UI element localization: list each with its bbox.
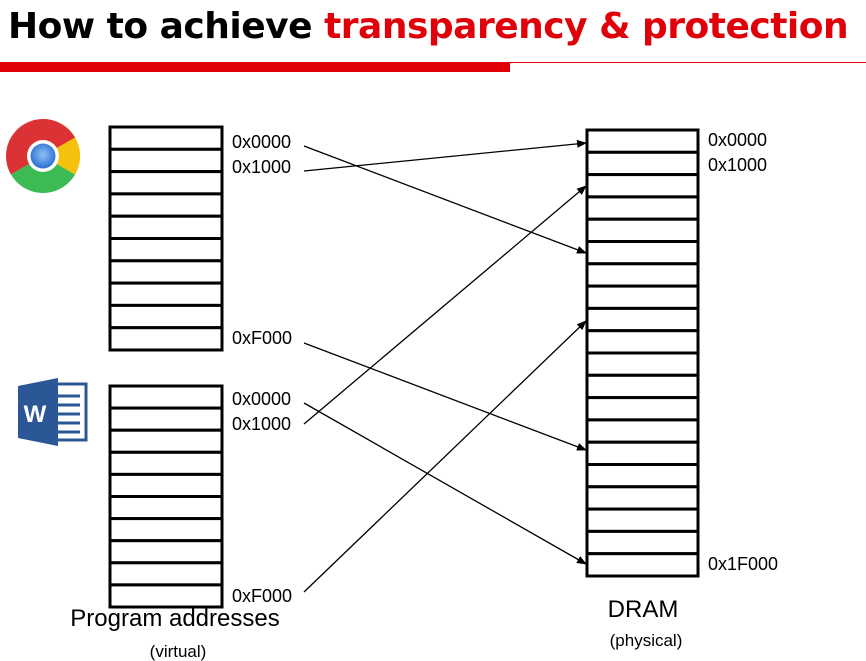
chrome-memory-cell xyxy=(108,281,224,307)
program-addresses-sublabel: (virtual) xyxy=(150,642,207,661)
chrome-memory-cell xyxy=(108,147,224,174)
dram-memory-cell xyxy=(585,284,700,310)
dram-memory-cell xyxy=(585,195,700,221)
dram-memory-cell xyxy=(585,485,700,511)
arrow-word-0000 xyxy=(303,402,587,565)
word-memory-cell xyxy=(108,406,224,432)
chrome-memory-cell xyxy=(108,303,224,330)
arrow-word-f000 xyxy=(303,320,587,593)
word-memory-cell xyxy=(108,384,224,410)
dram-memory-cell xyxy=(585,507,700,533)
dram-label: DRAM xyxy=(608,596,679,623)
word-virtual-memory-block xyxy=(108,384,224,609)
word-memory-cell xyxy=(108,428,224,454)
arrow-word-1000 xyxy=(303,185,587,425)
dram-memory-cell xyxy=(585,529,700,556)
dram-memory-cell xyxy=(585,150,700,177)
chrome-address-1: 0x1000 xyxy=(232,157,291,177)
word-memory-cell xyxy=(108,450,224,476)
chrome-memory-cell xyxy=(108,192,224,218)
dram-memory-cell xyxy=(585,329,700,355)
chrome-memory-cell xyxy=(108,170,224,196)
word-memory-cell xyxy=(108,495,224,521)
word-address-1: 0x1000 xyxy=(232,414,291,434)
dram-memory-cell xyxy=(585,552,700,578)
dram-address-0: 0x0000 xyxy=(708,130,767,150)
word-address-2: 0xF000 xyxy=(232,586,292,606)
word-memory-cell xyxy=(108,539,224,565)
word-memory-cell xyxy=(108,517,224,543)
dram-address-2: 0x1F000 xyxy=(708,554,778,574)
dram-memory-cell xyxy=(585,463,700,489)
dram-memory-cell xyxy=(585,217,700,243)
dram-memory-cell xyxy=(585,373,700,400)
chrome-virtual-memory-block xyxy=(108,125,224,352)
chrome-icon xyxy=(6,119,80,193)
title-prefix: How to achieve xyxy=(8,6,325,47)
word-memory-cell xyxy=(108,561,224,587)
chrome-address-2: 0xF000 xyxy=(232,328,292,348)
arrow-chrome-0000 xyxy=(303,145,587,254)
word-address-0: 0x0000 xyxy=(232,389,291,409)
program-addresses-label: Program addresses xyxy=(70,605,279,632)
arrow-chrome-f000 xyxy=(303,342,587,451)
word-memory-cell xyxy=(108,583,224,609)
dram-sublabel: (physical) xyxy=(610,631,683,650)
slide-title: How to achieve transparency & protection xyxy=(8,2,849,52)
chrome-address-0: 0x0000 xyxy=(232,132,291,152)
title-underline-line xyxy=(510,62,866,63)
chrome-memory-cell xyxy=(108,214,224,240)
title-underline-bar xyxy=(0,62,510,72)
arrow-chrome-1000 xyxy=(303,139,587,172)
chrome-memory-cell xyxy=(108,326,224,352)
dram-memory-cell xyxy=(585,418,700,444)
chrome-memory-cell xyxy=(108,237,224,263)
chrome-memory-cell xyxy=(108,125,224,151)
dram-memory-cell xyxy=(585,262,700,288)
dram-address-1: 0x1000 xyxy=(708,155,767,175)
dram-memory-cell xyxy=(585,440,700,467)
dram-memory-cell xyxy=(585,240,700,266)
mapping-arrows xyxy=(303,139,587,593)
word-logo-letter: W xyxy=(24,401,47,428)
title-highlight: transparency & protection xyxy=(324,6,849,47)
dram-memory-cell xyxy=(585,306,700,333)
word-icon: W xyxy=(18,378,88,446)
dram-memory-cell xyxy=(585,173,700,199)
word-memory-cell xyxy=(108,472,224,498)
dram-memory-block xyxy=(585,128,700,578)
dram-memory-cell xyxy=(585,128,700,154)
dram-memory-cell xyxy=(585,351,700,377)
dram-memory-cell xyxy=(585,396,700,422)
chrome-memory-cell xyxy=(108,259,224,285)
